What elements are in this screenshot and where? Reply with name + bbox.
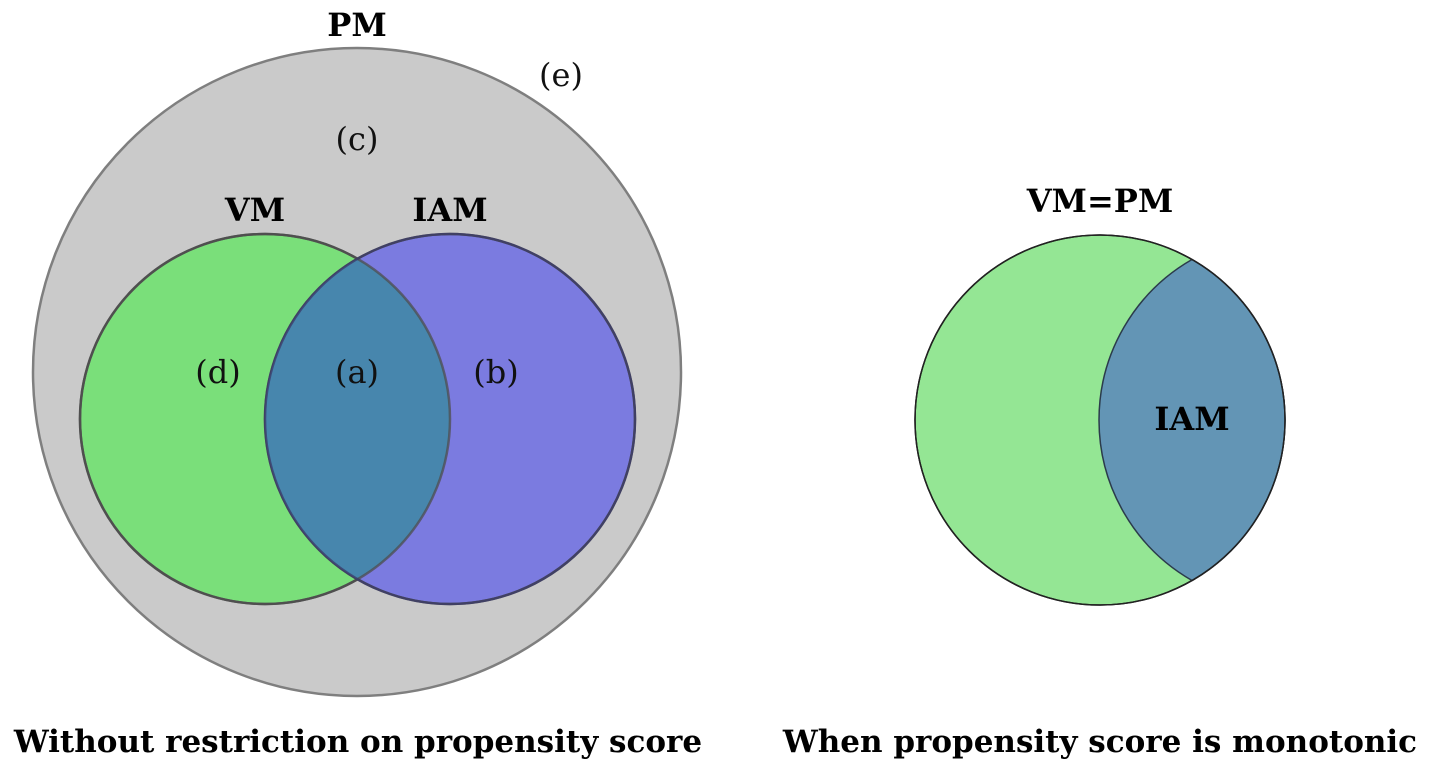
left-caption: Without restriction on propensity score <box>13 724 702 760</box>
vm-iam-overlap <box>265 258 450 580</box>
region-e-label: (e) <box>539 56 583 94</box>
right-venn-diagram: VM=PM IAM When propensity score is monot… <box>782 182 1417 760</box>
region-c-label: (c) <box>336 120 379 158</box>
left-venn-diagram: PM (e) (c) VM IAM (d) (a) (b) Without re… <box>13 6 702 760</box>
region-b-label: (b) <box>473 353 518 391</box>
region-d-label: (d) <box>195 353 240 391</box>
iam-circle-outline <box>263 232 637 606</box>
right-iam-label: IAM <box>1154 400 1229 438</box>
vm-label: VM <box>224 191 285 229</box>
vm-pm-circle-outline <box>914 234 1286 606</box>
right-caption: When propensity score is monotonic <box>782 724 1417 760</box>
iam-label: IAM <box>412 191 487 229</box>
region-a-label: (a) <box>335 353 379 391</box>
pm-label: PM <box>327 6 386 44</box>
vm-pm-label: VM=PM <box>1026 182 1174 220</box>
vm-circle-outline <box>78 232 452 606</box>
